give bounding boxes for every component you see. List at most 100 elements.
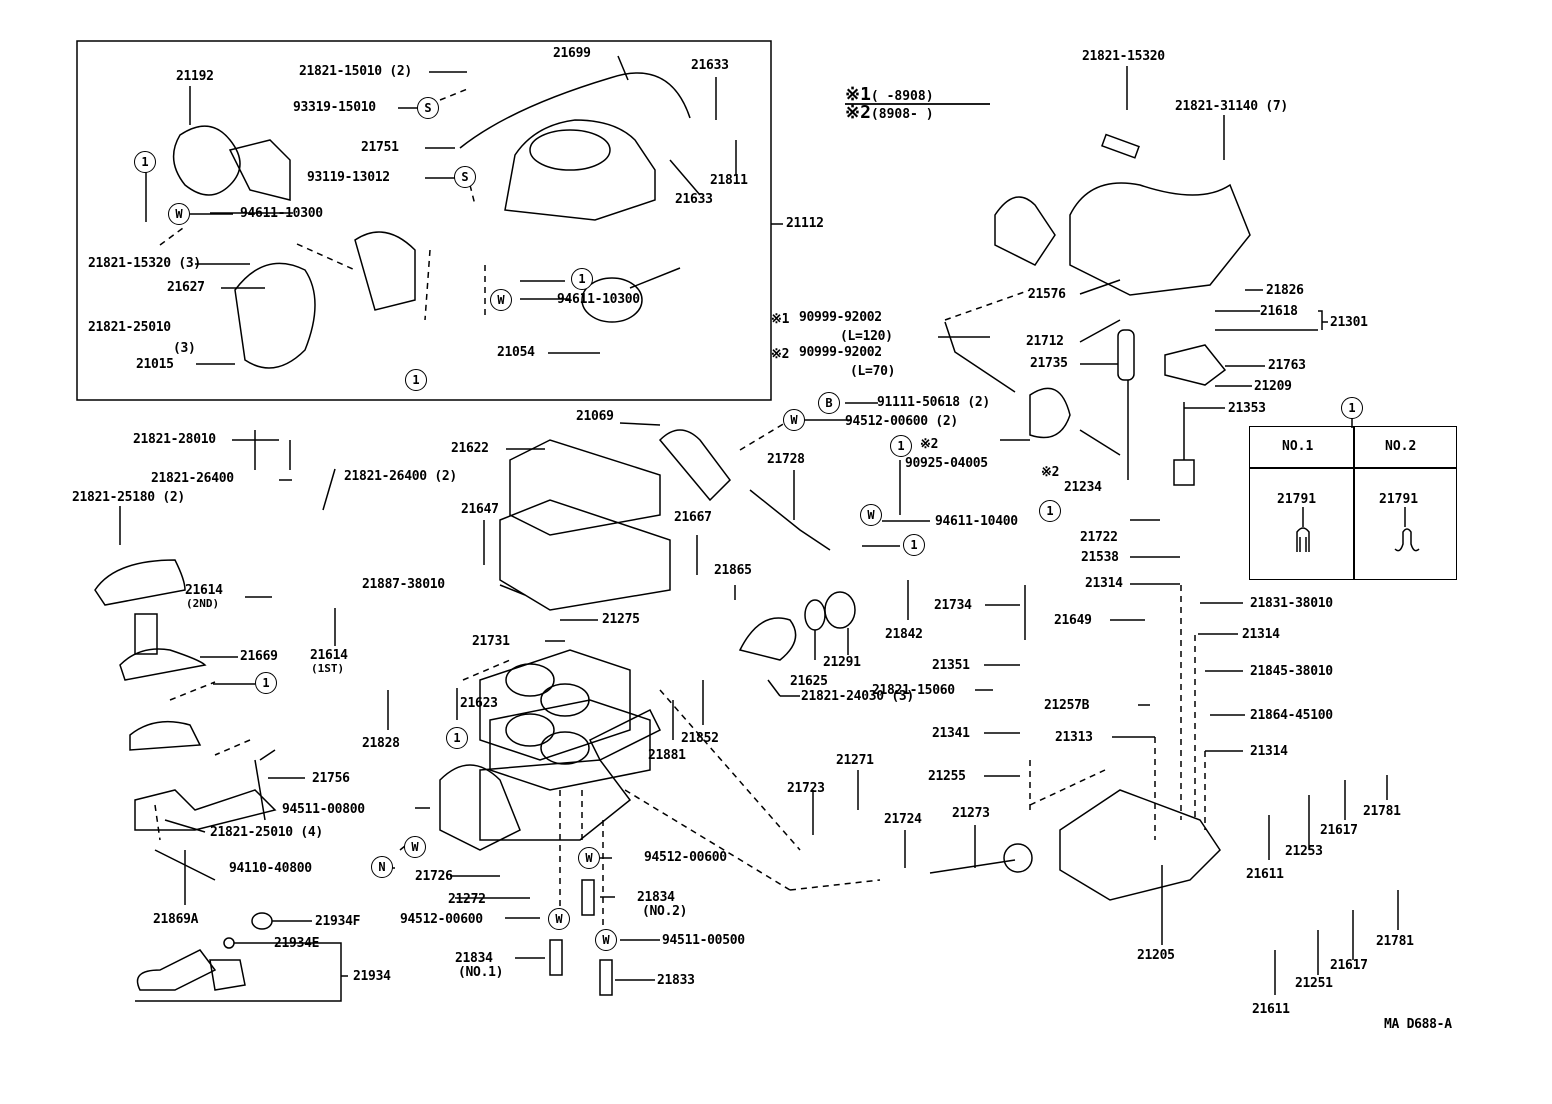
part-label[interactable]: 21192 xyxy=(176,69,214,84)
part-label[interactable]: 93119-13012 xyxy=(307,170,390,185)
part-label[interactable]: 21881 xyxy=(648,748,686,763)
part-label[interactable]: 21845-38010 xyxy=(1250,664,1333,679)
part-label[interactable]: 21622 xyxy=(451,441,489,456)
part-label[interactable]: 21669 xyxy=(240,649,278,664)
part-label[interactable]: 94611-10300 xyxy=(557,292,640,307)
part-label[interactable]: 21821-25010 xyxy=(88,320,171,335)
part-label[interactable]: 94512-00600 xyxy=(400,912,483,927)
part-label[interactable]: 21538 xyxy=(1081,550,1119,565)
part-label[interactable]: 94611-10400 xyxy=(935,514,1018,529)
part-label[interactable]: 21649 xyxy=(1054,613,1092,628)
part-label[interactable]: 21864-45100 xyxy=(1250,708,1333,723)
part-label[interactable]: 21314 xyxy=(1085,576,1123,591)
part-label[interactable]: 21617 xyxy=(1330,958,1368,973)
part-label[interactable]: 21611 xyxy=(1252,1002,1290,1017)
part-label[interactable]: 21865 xyxy=(714,563,752,578)
part-label[interactable]: 94511-00500 xyxy=(662,933,745,948)
part-label[interactable]: 21341 xyxy=(932,726,970,741)
part-label[interactable]: 21271 xyxy=(836,753,874,768)
part-label[interactable]: 21614 xyxy=(185,583,223,598)
part-label[interactable]: 93319-15010 xyxy=(293,100,376,115)
part-label[interactable]: 21821-25180 (2) xyxy=(72,490,185,505)
part-label[interactable]: 21667 xyxy=(674,510,712,525)
part-label[interactable]: 21821-31140 (7) xyxy=(1175,99,1288,114)
part-label[interactable]: 21633 xyxy=(675,192,713,207)
part-label[interactable]: 21272 xyxy=(448,892,486,907)
part-label[interactable]: 21625 xyxy=(790,674,828,689)
part-label[interactable]: 21722 xyxy=(1080,530,1118,545)
part-label[interactable]: 21821-15320 (3) xyxy=(88,256,201,271)
part-label[interactable]: 21826 xyxy=(1266,283,1304,298)
part-label[interactable]: 21576 xyxy=(1028,287,1066,302)
part-label[interactable]: 21821-24030 (3) xyxy=(801,689,914,704)
part-label[interactable]: 21828 xyxy=(362,736,400,751)
assembly-label[interactable]: 21112 xyxy=(786,216,824,231)
part-label[interactable]: 21934E xyxy=(274,936,320,951)
part-label[interactable]: 21726 xyxy=(415,869,453,884)
part-label[interactable]: 94512-00600 (2) xyxy=(845,414,958,429)
part-label[interactable]: 94611-10300 xyxy=(240,206,323,221)
part-label[interactable]: 21821-15010 (2) xyxy=(299,64,412,79)
part-label[interactable]: 21351 xyxy=(932,658,970,673)
part-label[interactable]: 21734 xyxy=(934,598,972,613)
part-label[interactable]: 21054 xyxy=(497,345,535,360)
part-label[interactable]: 21763 xyxy=(1268,358,1306,373)
part-label[interactable]: 21313 xyxy=(1055,730,1093,745)
part-label[interactable]: 21791 xyxy=(1379,492,1419,507)
part-label[interactable]: 21623 xyxy=(460,696,498,711)
part-label[interactable]: 91111-50618 (2) xyxy=(877,395,990,410)
part-label[interactable]: 21251 xyxy=(1295,976,1333,991)
part-label[interactable]: 21735 xyxy=(1030,356,1068,371)
part-label[interactable]: 21633 xyxy=(691,58,729,73)
part-label[interactable]: 21724 xyxy=(884,812,922,827)
part-label[interactable]: 21069 xyxy=(576,409,614,424)
part-label[interactable]: 21273 xyxy=(952,806,990,821)
part-label[interactable]: 21314 xyxy=(1242,627,1280,642)
part-label[interactable]: 21699 xyxy=(553,46,591,61)
part-label[interactable]: 21751 xyxy=(361,140,399,155)
part-label[interactable]: 21353 xyxy=(1228,401,1266,416)
part-label[interactable]: 21275 xyxy=(602,612,640,627)
part-label[interactable]: 21253 xyxy=(1285,844,1323,859)
part-label[interactable]: 21821-15060 xyxy=(872,683,955,698)
part-label[interactable]: 21712 xyxy=(1026,334,1064,349)
part-label[interactable]: 21821-26400 xyxy=(151,471,234,486)
part-label[interactable]: 21781 xyxy=(1376,934,1414,949)
part-label[interactable]: 21618 xyxy=(1260,304,1298,319)
part-label[interactable]: 90999-92002 xyxy=(799,310,882,325)
part-label[interactable]: 21887-38010 xyxy=(362,577,445,592)
assembly-label[interactable]: 21934 xyxy=(353,969,391,984)
part-label[interactable]: 21205 xyxy=(1137,948,1175,963)
part-label[interactable]: 21852 xyxy=(681,731,719,746)
part-label[interactable]: 90999-92002 xyxy=(799,345,882,360)
part-label[interactable]: 94511-00800 xyxy=(282,802,365,817)
part-label[interactable]: 21314 xyxy=(1250,744,1288,759)
part-label[interactable]: 21255 xyxy=(928,769,966,784)
part-label[interactable]: 21791 xyxy=(1277,492,1317,507)
part-label[interactable]: 21614 xyxy=(310,648,348,663)
part-label[interactable]: 21728 xyxy=(767,452,805,467)
part-label[interactable]: 21731 xyxy=(472,634,510,649)
part-label[interactable]: 21821-26400 (2) xyxy=(344,469,457,484)
part-label[interactable]: 21647 xyxy=(461,502,499,517)
part-label[interactable]: 21209 xyxy=(1254,379,1292,394)
part-label[interactable]: 21781 xyxy=(1363,804,1401,819)
part-label[interactable]: 21627 xyxy=(167,280,205,295)
part-label[interactable]: 21015 xyxy=(136,357,174,372)
part-label[interactable]: 94110-40800 xyxy=(229,861,312,876)
part-label[interactable]: 21834 xyxy=(455,951,493,966)
part-label[interactable]: 21842 xyxy=(885,627,923,642)
part-label[interactable]: 21934F xyxy=(315,914,361,929)
part-label[interactable]: 94512-00600 xyxy=(644,850,727,865)
part-label[interactable]: 21831-38010 xyxy=(1250,596,1333,611)
part-label[interactable]: 21291 xyxy=(823,655,861,670)
part-label[interactable]: 21234 xyxy=(1064,480,1102,495)
part-label[interactable]: 21869A xyxy=(153,912,199,927)
part-label[interactable]: 21834 xyxy=(637,890,675,905)
part-label[interactable]: 21756 xyxy=(312,771,350,786)
part-label[interactable]: 21611 xyxy=(1246,867,1284,882)
assembly-label[interactable]: 21301 xyxy=(1330,315,1368,330)
part-label[interactable]: 21821-15320 xyxy=(1082,49,1165,64)
part-label[interactable]: 21617 xyxy=(1320,823,1358,838)
part-label[interactable]: 21723 xyxy=(787,781,825,796)
